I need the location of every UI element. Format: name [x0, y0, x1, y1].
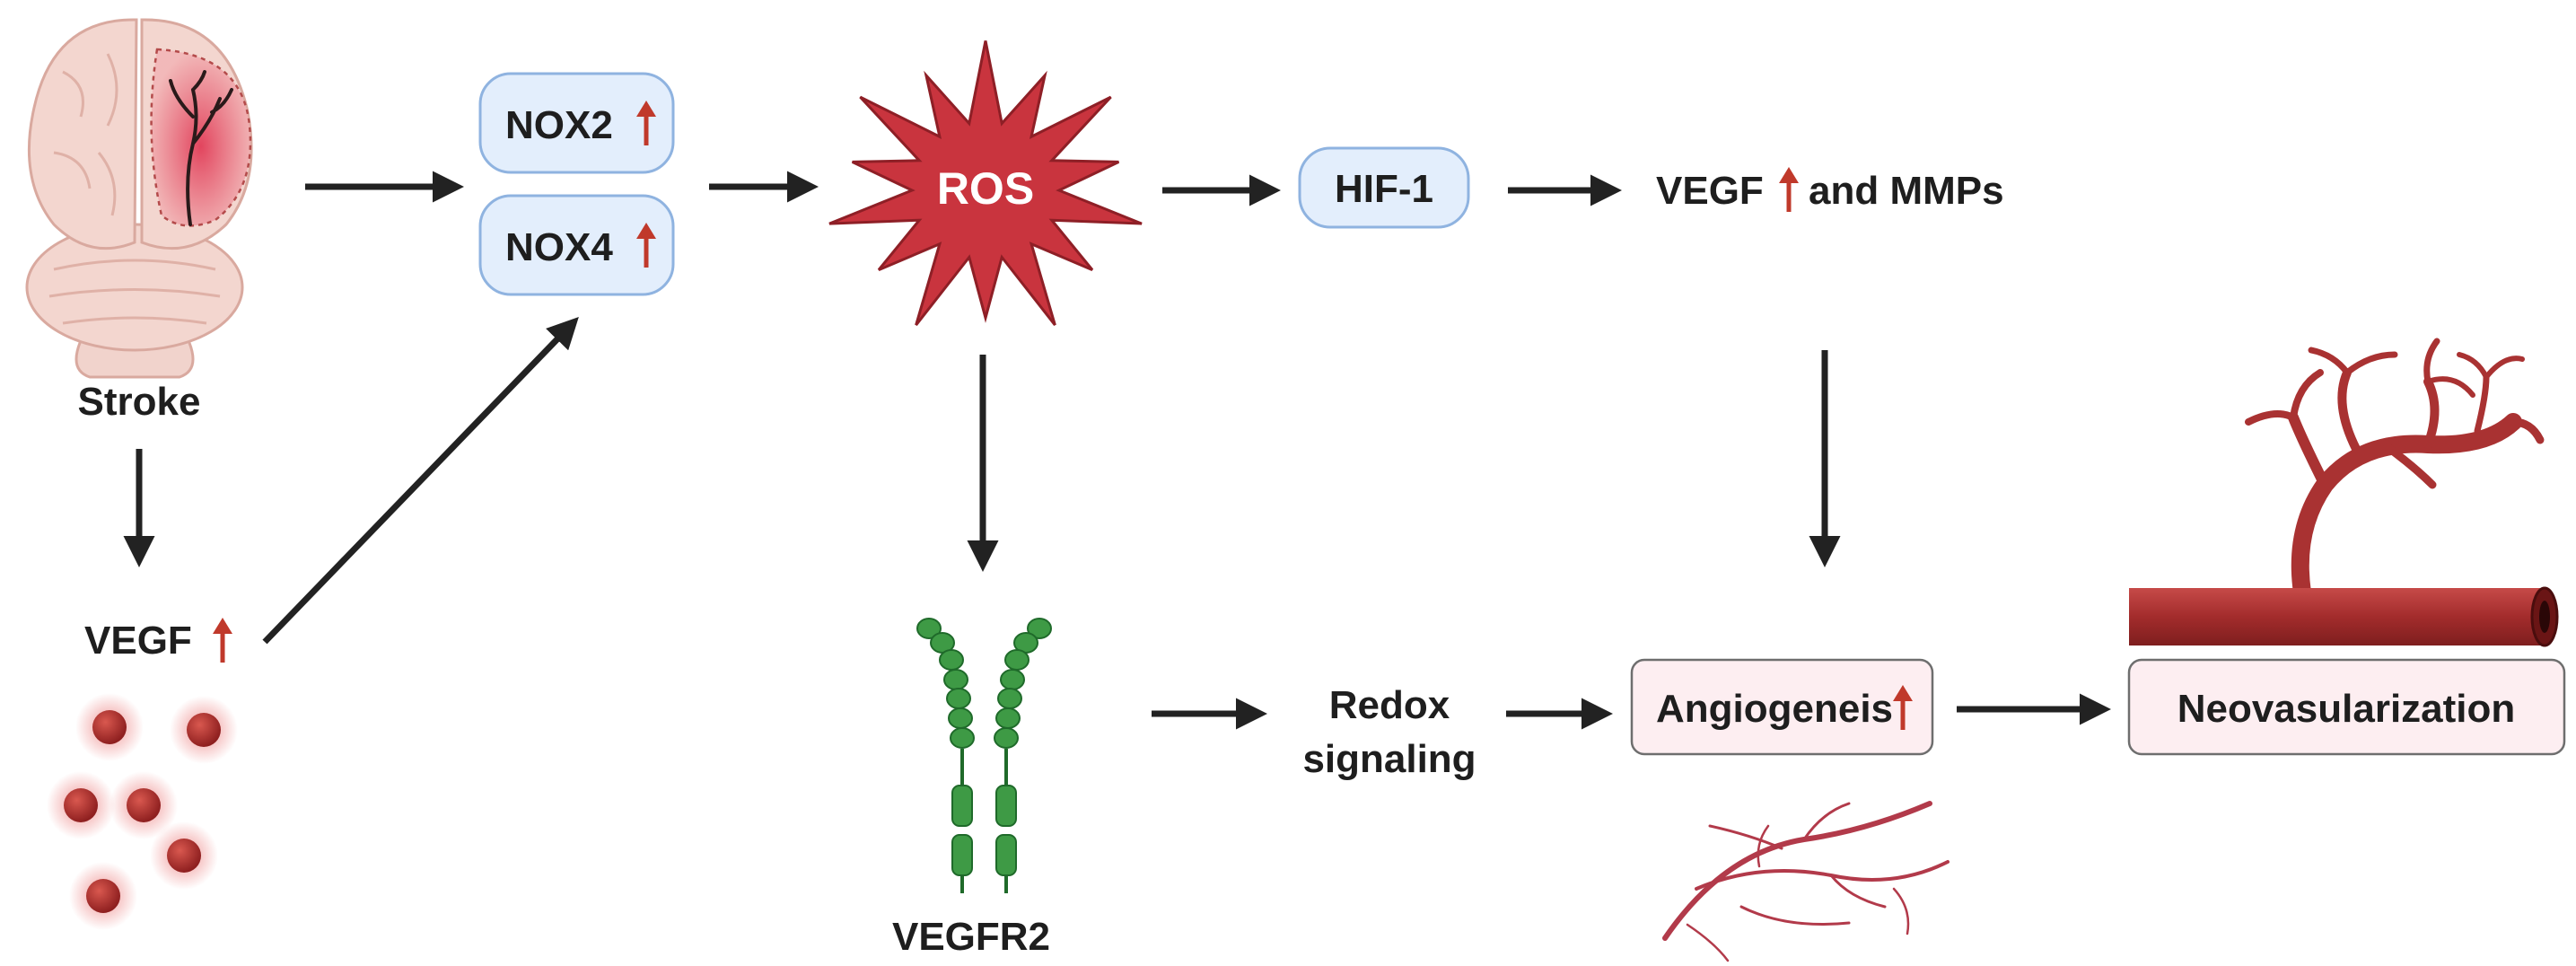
blood-vessel-icon [2129, 338, 2559, 647]
receptor-domain [948, 707, 973, 729]
angiogenesis-node: Angiogeneis [1630, 658, 1934, 756]
receptor-kinase-domain [951, 834, 973, 876]
receptor-domain [997, 688, 1022, 709]
receptor-domain [1000, 669, 1025, 690]
receptor-domain [1027, 618, 1052, 639]
ros-node: ROS [828, 40, 1143, 327]
receptor-domain [950, 727, 975, 749]
neovascularization-node: Neovasularization [2127, 658, 2566, 756]
redox-label-1: Redox [1329, 683, 1450, 727]
vegf-particle-icon [47, 693, 238, 930]
receptor-domain [916, 618, 942, 639]
nox2-label: NOX2 [505, 103, 613, 147]
stroke-label: Stroke [78, 380, 201, 424]
capillary-icon [1662, 801, 1950, 962]
receptor-domain [1004, 649, 1030, 671]
vegf-mmps-node: VEGF and MMPs [1656, 167, 2004, 213]
neovascularization-label: Neovasularization [2177, 687, 2516, 731]
up-arrow-icon [213, 618, 232, 663]
vegf-label: VEGF [84, 619, 192, 663]
redox-label-2: signaling [1302, 737, 1476, 781]
hif1-node: HIF-1 [1298, 146, 1470, 229]
receptor-domain [939, 649, 964, 671]
arrow-vegf-to-nox [262, 316, 579, 645]
receptor-domain [943, 669, 968, 690]
vegf-node: VEGF [84, 618, 232, 663]
receptor-domain [994, 727, 1019, 749]
up-arrow-icon [636, 101, 656, 145]
nox4-node: NOX4 [478, 194, 675, 296]
vegfr2-label: VEGFR2 [892, 915, 1050, 959]
nox4-label: NOX4 [505, 225, 613, 269]
receptor-kinase-domain [995, 785, 1017, 827]
up-arrow-icon [1893, 685, 1913, 730]
ros-label: ROS [937, 163, 1034, 214]
nox2-node: NOX2 [478, 72, 675, 174]
ros-starburst-icon [828, 40, 1143, 327]
receptor-icon [916, 618, 1052, 893]
receptor-kinase-domain [995, 834, 1017, 876]
receptor-domain [995, 707, 1021, 729]
up-arrow-icon [1779, 167, 1799, 212]
vegf-mmps-label-a: VEGF [1656, 169, 1764, 213]
up-arrow-icon [636, 223, 656, 268]
hif1-label: HIF-1 [1335, 167, 1433, 211]
brain-icon [25, 18, 253, 379]
receptor-domain [946, 688, 971, 709]
angiogenesis-label: Angiogeneis [1656, 687, 1893, 731]
redox-signaling-node: Redox signaling [1302, 683, 1476, 781]
vegf-mmps-label-b: and MMPs [1809, 169, 2004, 213]
receptor-kinase-domain [951, 785, 973, 827]
